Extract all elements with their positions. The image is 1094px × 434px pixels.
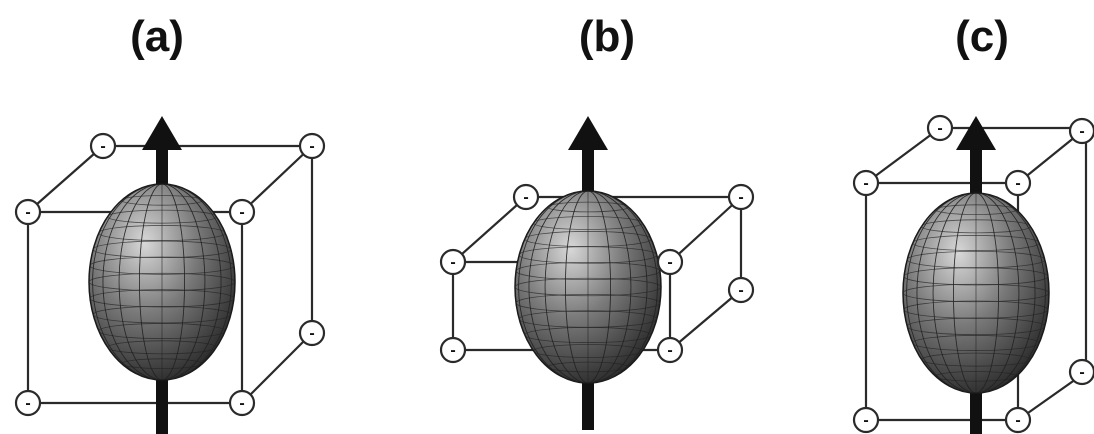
- negative-charge: -: [852, 406, 880, 434]
- svg-text:-: -: [667, 342, 672, 359]
- spin-arrow-head: [568, 116, 608, 150]
- negative-charge: -: [852, 169, 880, 197]
- spin-arrow-head: [956, 116, 996, 150]
- negative-charge: -: [1068, 117, 1094, 145]
- svg-text:-: -: [309, 325, 314, 342]
- cube-edge: [865, 127, 941, 184]
- panel-label-b: (b): [578, 12, 636, 61]
- svg-text:-: -: [738, 189, 743, 206]
- svg-text:-: -: [25, 395, 30, 412]
- svg-text:-: -: [1079, 123, 1084, 140]
- svg-text:-: -: [738, 282, 743, 299]
- negative-charge: -: [439, 248, 467, 276]
- svg-text:-: -: [239, 204, 244, 221]
- svg-text:-: -: [239, 395, 244, 412]
- cube-edge: [669, 289, 742, 351]
- svg-text:-: -: [1015, 412, 1020, 429]
- negative-charge: -: [14, 389, 42, 417]
- svg-text:-: -: [1015, 175, 1020, 192]
- negative-charge: -: [298, 319, 326, 347]
- negative-charge: -: [1004, 406, 1032, 434]
- cube-edge: [241, 145, 313, 213]
- negative-charge: -: [228, 198, 256, 226]
- panel-c: - - - - - - -: [852, 114, 1094, 434]
- svg-text:-: -: [667, 254, 672, 271]
- negative-charge: -: [298, 132, 326, 160]
- svg-text:-: -: [450, 254, 455, 271]
- panel-b: - - - - - - -: [439, 116, 755, 430]
- svg-text:-: -: [1079, 364, 1084, 381]
- cube-edge: [452, 196, 527, 263]
- negative-charge: -: [439, 336, 467, 364]
- negative-charge: -: [656, 336, 684, 364]
- cube-edge: [27, 145, 104, 213]
- svg-text:-: -: [25, 204, 30, 221]
- negative-charge: -: [727, 183, 755, 211]
- negative-charge: -: [512, 183, 540, 211]
- svg-text:-: -: [523, 189, 528, 206]
- negative-charge: -: [656, 248, 684, 276]
- svg-text:-: -: [863, 175, 868, 192]
- cube-edges: [864, 126, 1088, 422]
- svg-text:-: -: [100, 138, 105, 155]
- negative-charge: -: [14, 198, 42, 226]
- svg-text:-: -: [937, 120, 942, 137]
- svg-text:-: -: [309, 138, 314, 155]
- cube-edge: [241, 332, 313, 404]
- negative-charge: -: [89, 132, 117, 160]
- negative-charge: -: [727, 276, 755, 304]
- panel-label-a: (a): [130, 12, 184, 61]
- svg-text:-: -: [863, 412, 868, 429]
- negative-charge: -: [228, 389, 256, 417]
- negative-charge: -: [926, 114, 954, 142]
- negative-charge: -: [1004, 169, 1032, 197]
- panel-label-c: (c): [955, 12, 1009, 61]
- svg-text:-: -: [450, 342, 455, 359]
- panel-a: - - - - - - -: [14, 116, 326, 434]
- cube-edge: [669, 196, 742, 263]
- spin-arrow-head: [142, 116, 182, 150]
- negative-charge: -: [1068, 358, 1094, 386]
